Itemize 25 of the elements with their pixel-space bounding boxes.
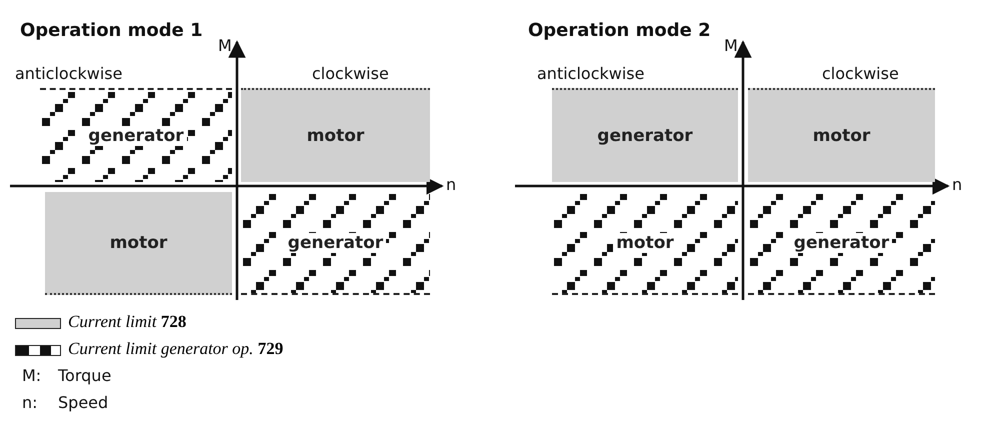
- axis-label: n: [446, 175, 456, 194]
- symbol-label: M:: [22, 366, 42, 385]
- rotation-label: anticlockwise: [15, 64, 122, 83]
- axis-label: M: [218, 36, 232, 55]
- symbol-description: Torque: [58, 366, 112, 385]
- region-label: motor: [306, 126, 366, 146]
- legend-text: Current limit 728: [68, 312, 186, 332]
- motor-region: [748, 88, 935, 182]
- motor-region: [241, 88, 430, 182]
- panel-heading: Operation mode 2: [528, 20, 711, 41]
- region-label: motor: [812, 126, 872, 146]
- legend-text: Current limit generator op. 729: [68, 339, 284, 359]
- rotation-label: anticlockwise: [537, 64, 644, 83]
- symbol-description: Speed: [58, 393, 108, 412]
- symbol-label: n:: [22, 393, 38, 412]
- motor-region: [552, 88, 738, 182]
- region-label: generator: [596, 126, 694, 146]
- region-label: motor: [613, 232, 677, 252]
- axis-label: M: [724, 36, 738, 55]
- motor-region: [45, 192, 232, 295]
- rotation-label: clockwise: [312, 64, 389, 83]
- region-label: motor: [108, 232, 168, 252]
- rotation-label: clockwise: [822, 64, 899, 83]
- axis-label: n: [952, 175, 962, 194]
- panel-heading: Operation mode 1: [20, 20, 203, 41]
